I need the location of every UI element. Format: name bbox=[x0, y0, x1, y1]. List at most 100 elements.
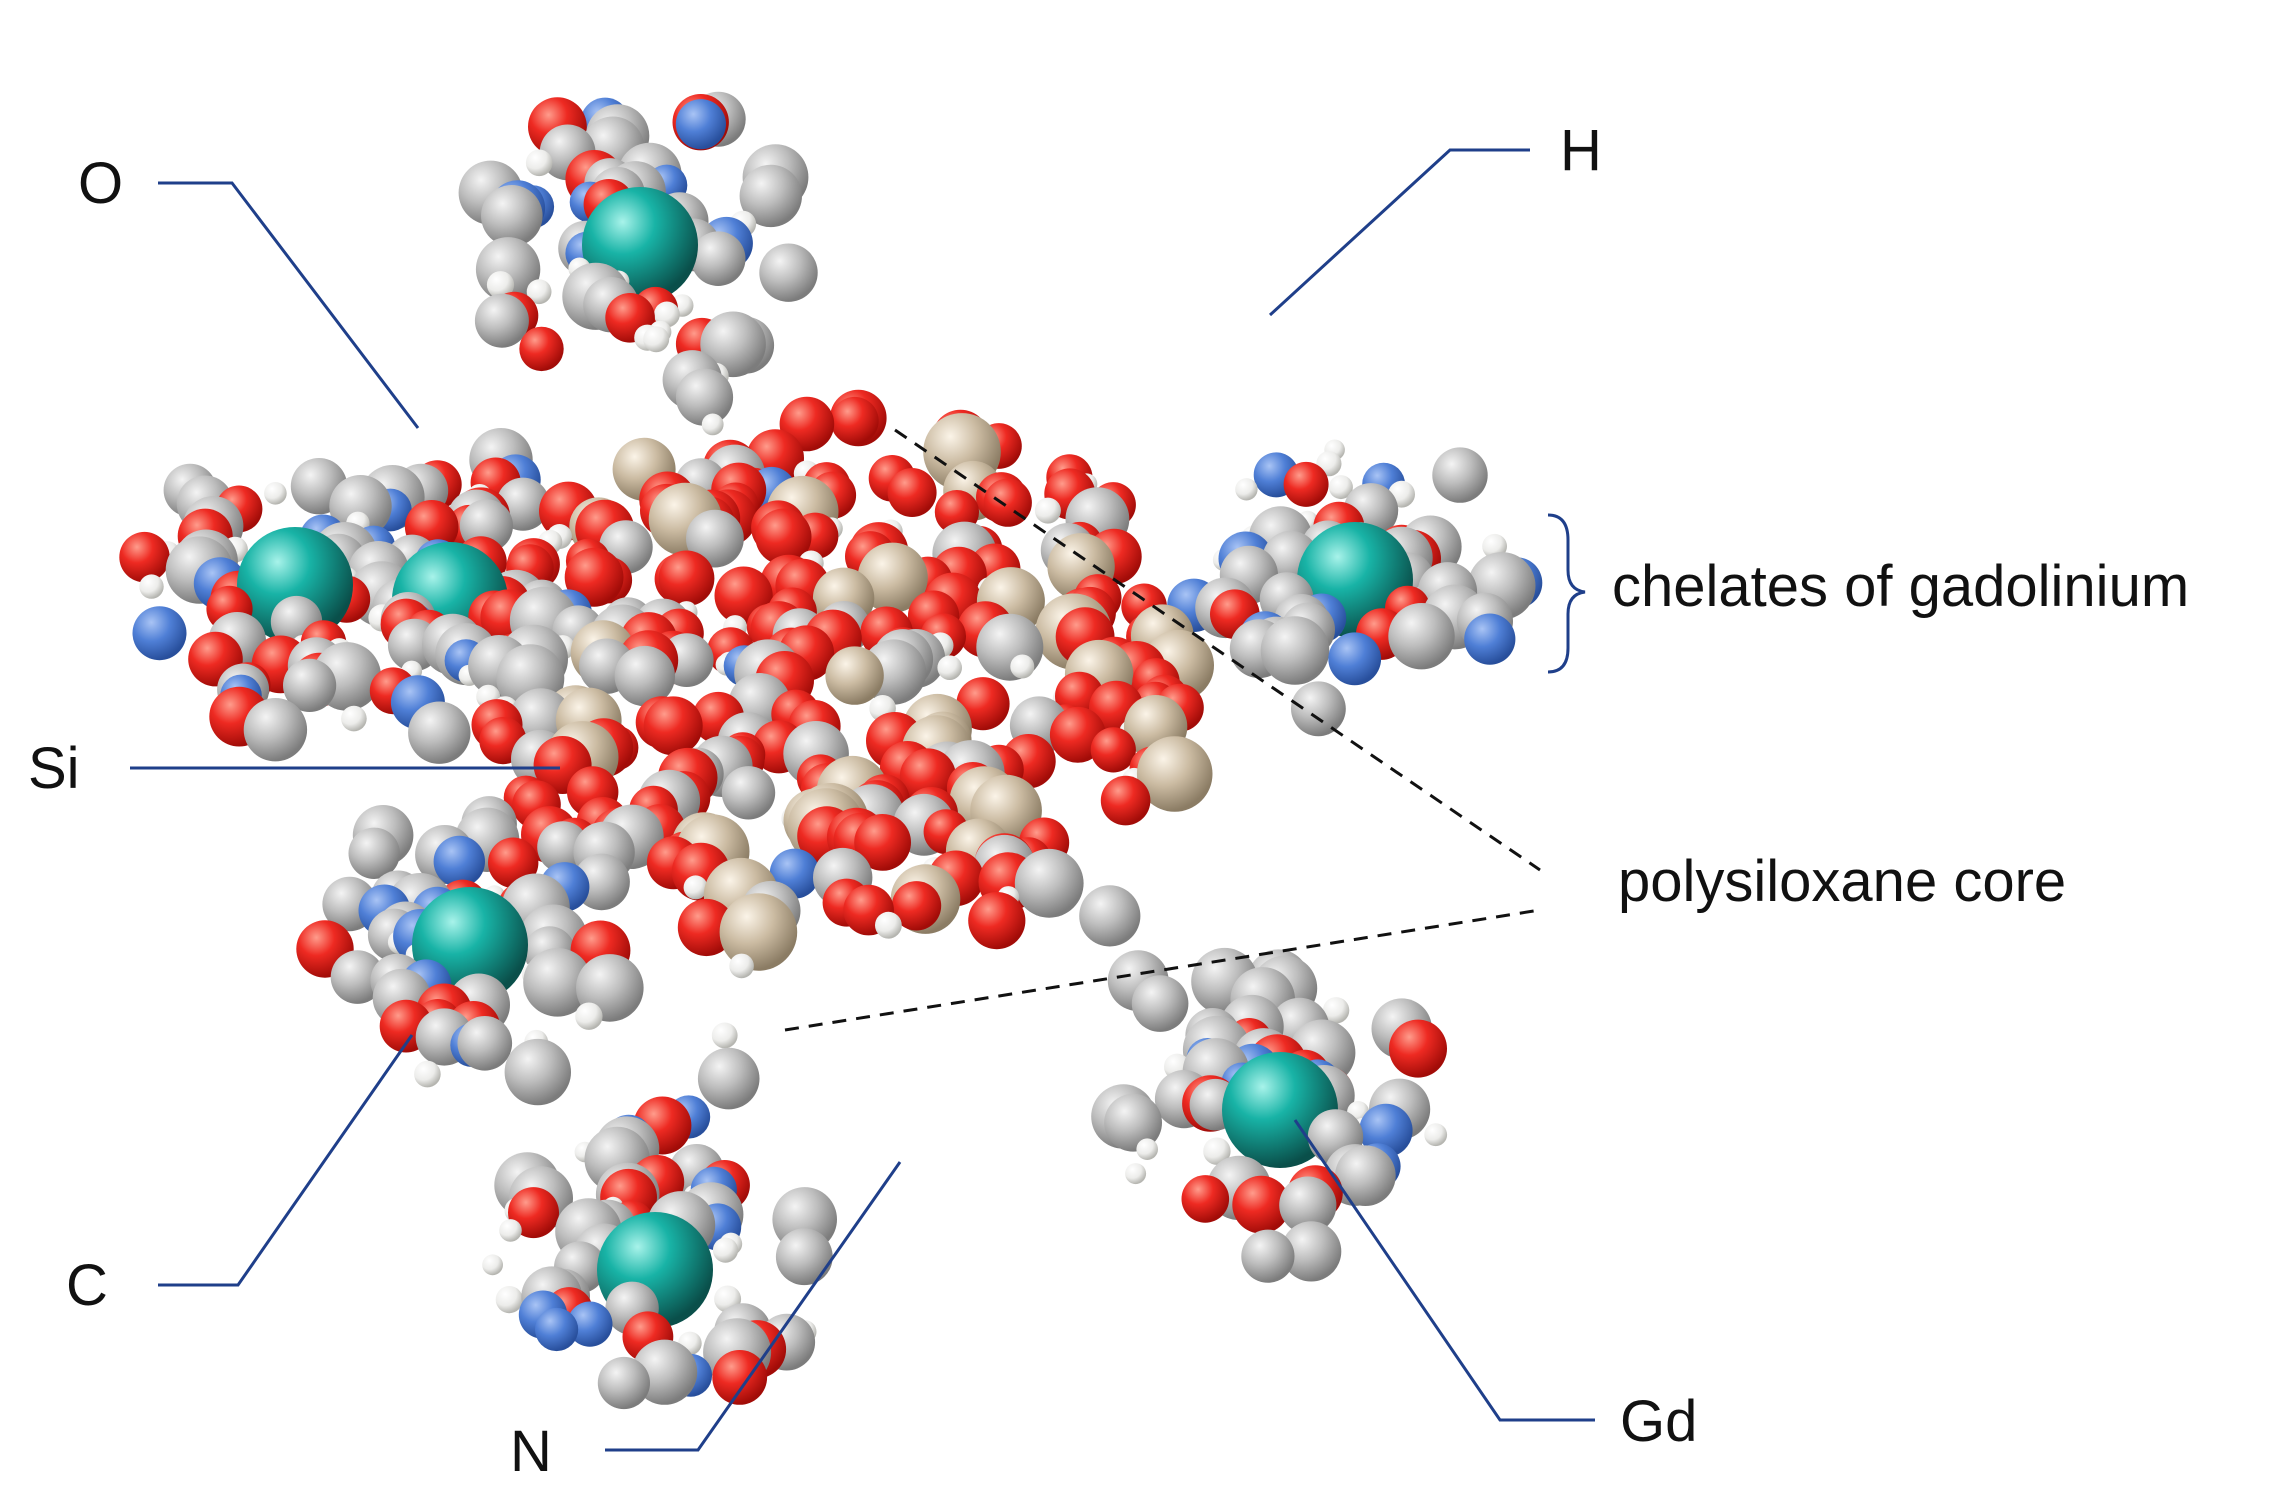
nitrogen-atom bbox=[675, 99, 727, 150]
nitrogen-atom bbox=[535, 1307, 579, 1352]
hydrogen-atom bbox=[575, 1002, 603, 1030]
hydrogen-atom bbox=[683, 875, 708, 900]
label-nitrogen: N bbox=[510, 1419, 552, 1484]
carbon-atom bbox=[330, 950, 385, 1004]
carbon-atom bbox=[614, 645, 675, 707]
label-polysiloxane-core: polysiloxane core bbox=[1618, 849, 2067, 914]
nitrogen-leader-line bbox=[605, 1161, 902, 1452]
hydrogen-atom bbox=[1010, 654, 1035, 679]
hydrogen-atom bbox=[937, 655, 962, 680]
carbon-atom bbox=[1104, 1093, 1162, 1152]
carbon-atom bbox=[597, 1356, 651, 1410]
carbon-atom bbox=[686, 509, 744, 568]
oxygen-atom bbox=[508, 1187, 559, 1239]
oxygen-atom bbox=[564, 547, 624, 607]
atoms-layer bbox=[119, 91, 1543, 1410]
carbon-atom bbox=[1279, 1176, 1337, 1234]
leader-lines bbox=[130, 148, 1595, 1452]
hydrogen-atom bbox=[875, 911, 902, 939]
silicon-atom bbox=[857, 542, 928, 613]
carbon-atom bbox=[1388, 603, 1455, 670]
oxygen-atom bbox=[643, 696, 703, 756]
hydrogen-atom bbox=[1034, 497, 1061, 524]
oxygen-atom bbox=[1283, 461, 1329, 507]
carbon-atom bbox=[1131, 975, 1189, 1032]
gadolinium-leader-line bbox=[1293, 1119, 1595, 1422]
hydrogen-atom bbox=[526, 279, 552, 305]
silicon-atom bbox=[1136, 736, 1213, 812]
carbon-atom bbox=[1014, 848, 1084, 918]
carbon-atom bbox=[759, 243, 818, 302]
carbon-atom bbox=[1291, 681, 1346, 737]
oxygen-atom bbox=[755, 508, 812, 565]
hydrogen-atom bbox=[1136, 1138, 1158, 1160]
silicon-atom bbox=[719, 893, 798, 971]
oxygen-atom bbox=[891, 881, 942, 931]
carbon-atom bbox=[283, 658, 337, 713]
hydrogen-atom bbox=[482, 1254, 503, 1276]
oxygen-atom bbox=[830, 396, 879, 445]
core-dashed-line-lower bbox=[784, 908, 1541, 1032]
nitrogen-atom bbox=[132, 606, 187, 661]
hydrogen-atom bbox=[701, 413, 724, 436]
hydrogen-atom bbox=[414, 1060, 441, 1088]
carbon-leader-line bbox=[158, 1034, 414, 1287]
carbon-atom bbox=[697, 1047, 760, 1110]
oxygen-atom bbox=[712, 1350, 768, 1405]
oxygen-atom bbox=[854, 814, 911, 871]
hydrogen-atom bbox=[264, 482, 287, 505]
oxygen-atom bbox=[968, 892, 1026, 950]
carbon-atom bbox=[329, 475, 392, 538]
oxygen-atom bbox=[1090, 727, 1136, 773]
carbon-atom bbox=[1281, 1221, 1342, 1282]
carbon-atom bbox=[523, 948, 592, 1017]
hydrogen-atom bbox=[712, 1237, 739, 1263]
oxygen-atom bbox=[1232, 1175, 1291, 1234]
carbon-atom bbox=[243, 698, 308, 762]
nitrogen-atom bbox=[1328, 632, 1382, 686]
core-dashed-lines bbox=[784, 428, 1541, 1032]
label-chelates-of-gadolinium: chelates of gadolinium bbox=[1612, 554, 2190, 619]
gadolinium-atom bbox=[237, 527, 353, 643]
label-silicon: Si bbox=[28, 736, 80, 801]
oxygen-atom bbox=[887, 468, 937, 517]
carbon-atom bbox=[474, 293, 529, 348]
carbon-atom bbox=[1260, 616, 1330, 685]
hydrogen-atom bbox=[1125, 1163, 1147, 1185]
nitrogen-atom bbox=[433, 835, 485, 888]
carbon-atom bbox=[739, 164, 802, 228]
silicon-atom bbox=[825, 646, 884, 705]
carbon-atom bbox=[481, 185, 543, 247]
oxygen-atom bbox=[1181, 1175, 1230, 1223]
hydrogen-atom bbox=[1203, 1137, 1231, 1165]
hydrogen-atom bbox=[486, 271, 515, 299]
carbon-atom bbox=[700, 311, 766, 378]
nitrogen-atom bbox=[567, 1301, 613, 1347]
nitrogen-atom bbox=[1464, 613, 1516, 665]
hydrogen-atom bbox=[729, 953, 754, 979]
hydrogen-atom bbox=[341, 705, 367, 732]
carbon-atom bbox=[457, 1016, 513, 1071]
oxygen-atom bbox=[119, 531, 170, 583]
oxygen-atom bbox=[1389, 1019, 1447, 1078]
carbon-atom bbox=[1335, 1145, 1396, 1206]
oxygen-atom bbox=[677, 898, 736, 957]
core-dashed-line-upper bbox=[894, 428, 1541, 872]
oxygen-atom bbox=[519, 326, 564, 372]
label-oxygen: O bbox=[78, 151, 124, 216]
hydrogen-atom bbox=[525, 149, 553, 177]
hydrogen-atom bbox=[1322, 997, 1350, 1024]
chelates-brace bbox=[1547, 513, 1586, 674]
label-hydrogen: H bbox=[1560, 118, 1602, 183]
hydrogen-atom bbox=[499, 1219, 522, 1242]
hydrogen-atom bbox=[139, 574, 164, 599]
hydrogen-atom bbox=[711, 1022, 738, 1049]
carbon-atom bbox=[690, 231, 746, 286]
hydrogen-atom bbox=[1328, 475, 1353, 500]
carbon-atom bbox=[721, 766, 776, 820]
carbon-atom bbox=[775, 1228, 833, 1286]
oxygen-leader-line bbox=[158, 181, 420, 429]
hydrogen-atom bbox=[495, 1286, 523, 1314]
oxygen-atom bbox=[658, 550, 715, 607]
